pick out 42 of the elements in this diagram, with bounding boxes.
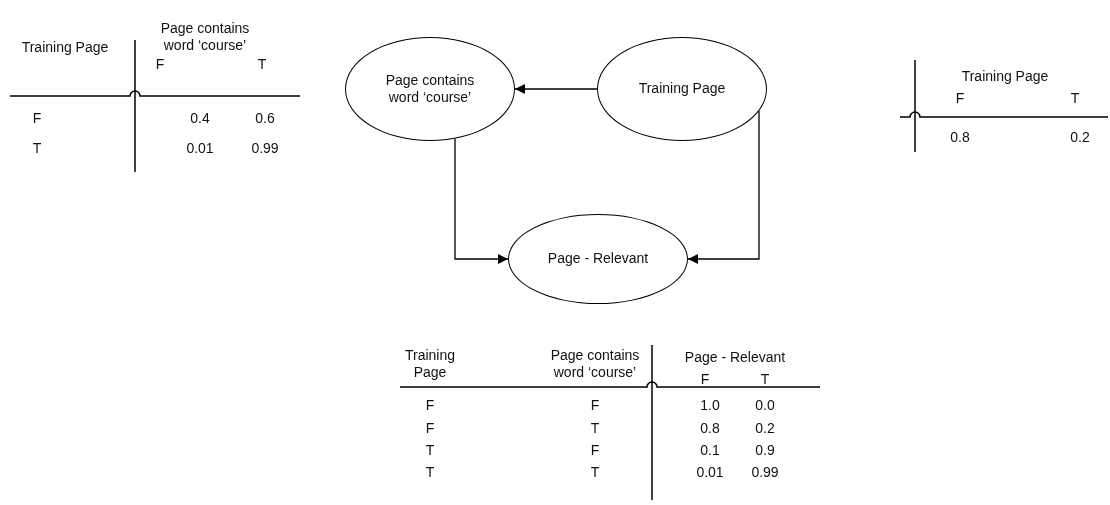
table-cell: F [32, 109, 42, 127]
table-cell: 0.99 [251, 139, 279, 157]
table-cell: T [590, 419, 600, 437]
table-cell: 0.9 [755, 441, 775, 459]
table-cell: F [955, 89, 965, 107]
node-label: Page - Relevant [546, 250, 650, 268]
table-cell: T [32, 139, 42, 157]
table-cell: F [425, 396, 435, 414]
table-cell: T [1070, 89, 1080, 107]
table-header: Training Page [21, 38, 109, 56]
arrow [514, 84, 598, 94]
table-cell: T [760, 370, 770, 388]
table-cell: 0.01 [696, 463, 724, 481]
table-cell: T [590, 463, 600, 481]
table-cell: T [425, 463, 435, 481]
arrow [454, 138, 509, 264]
table-header: Training Page [961, 67, 1049, 85]
table-cell: 0.1 [700, 441, 720, 459]
table-cell: 0.99 [751, 463, 779, 481]
arrow [687, 110, 760, 264]
table-cell: 0.6 [255, 109, 275, 127]
table-cell: 1.0 [700, 396, 720, 414]
table-cell: F [590, 396, 600, 414]
table-cell: 0.4 [190, 109, 210, 127]
node-label: Page contains word ‘course’ [384, 71, 476, 107]
table-header: Training Page [403, 347, 457, 381]
table-cell: F [155, 55, 165, 73]
node-label: Training Page [637, 80, 727, 98]
table-cell: 0.8 [950, 128, 970, 146]
table-cell: F [700, 370, 710, 388]
table-cell: F [590, 441, 600, 459]
table-header: Page - Relevant [684, 348, 786, 366]
table-header: Page contains word ‘course’ [549, 347, 641, 381]
table-cell: T [257, 55, 267, 73]
table-header: Page contains word ‘course’ [159, 20, 251, 54]
table-cell: T [425, 441, 435, 459]
table-cell: 0.8 [700, 419, 720, 437]
table-cell: 0.0 [755, 396, 775, 414]
table-cell: 0.2 [755, 419, 775, 437]
table-cell: 0.2 [1070, 128, 1090, 146]
table-cell: F [425, 419, 435, 437]
table-cell: 0.01 [186, 139, 214, 157]
